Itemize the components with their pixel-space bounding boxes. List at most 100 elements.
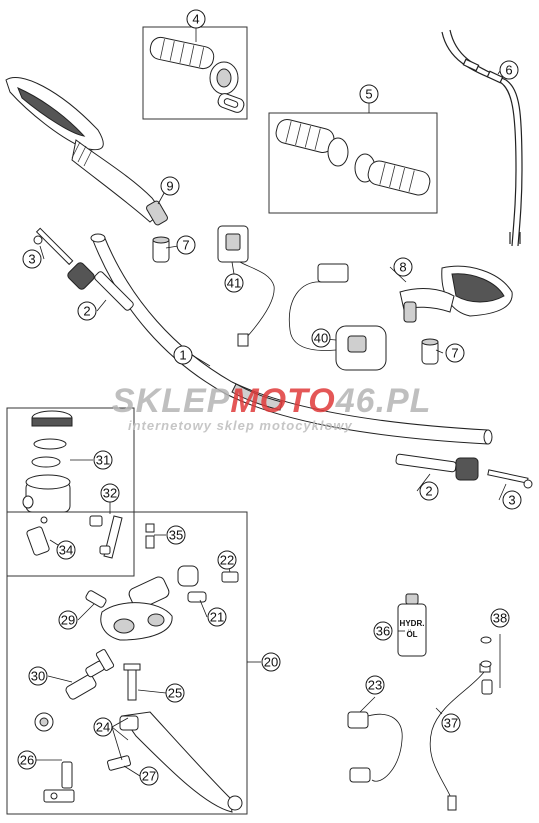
callout-2-right: 2: [419, 481, 439, 501]
bottle-label-line2: ÖL: [406, 630, 417, 639]
callout-40: 40: [311, 328, 331, 348]
callout-23: 23: [365, 675, 385, 695]
leader-lines: [36, 28, 507, 777]
throttle-grip-part: [149, 36, 245, 113]
svg-text:22: 22: [220, 553, 234, 568]
hydraulic-oil-bottle-part: HYDR. ÖL: [397, 593, 427, 657]
callout-24: 24: [93, 717, 113, 737]
clutch-lever-part: [119, 663, 243, 813]
svg-text:38: 38: [493, 611, 507, 626]
callout-9: 9: [160, 176, 180, 196]
svg-text:32: 32: [103, 486, 117, 501]
svg-text:30: 30: [31, 669, 45, 684]
brake-reservoir-part: [22, 410, 73, 556]
svg-text:24: 24: [96, 720, 110, 735]
svg-text:25: 25: [168, 686, 182, 701]
watermark-pl: .PL: [376, 382, 432, 420]
clutch-master-cylinder-part: [85, 565, 207, 641]
callout-34: 34: [56, 540, 76, 560]
callout-21: 21: [207, 607, 227, 627]
callout-7-top: 7: [176, 235, 196, 255]
right-mirror-part: [399, 265, 513, 323]
svg-text:9: 9: [166, 179, 173, 194]
svg-text:4: 4: [192, 12, 199, 27]
svg-text:5: 5: [365, 87, 372, 102]
grip-pair-part: [275, 118, 431, 196]
watermark-tagline: internetowy sklep motocyklowy: [128, 418, 353, 433]
left-mirror-part: [5, 76, 168, 226]
throttle-cables-part: [441, 29, 523, 247]
callout-1: 1: [173, 345, 193, 365]
callout-35: 35: [166, 525, 186, 545]
callout-31: 31: [93, 450, 113, 470]
svg-text:41: 41: [227, 276, 241, 291]
svg-text:3: 3: [28, 252, 35, 267]
brake-line-part: [429, 663, 491, 811]
callout-41: 41: [224, 273, 244, 293]
svg-text:26: 26: [20, 753, 34, 768]
sensor-26-part: [43, 761, 75, 803]
callout-26: 26: [17, 750, 37, 770]
callout-3-right: 3: [502, 490, 522, 510]
callout-6: 6: [499, 60, 519, 80]
callout-7-bottom: 7: [445, 343, 465, 363]
clutch-assembly-box: [6, 511, 248, 815]
svg-text:2: 2: [425, 484, 432, 499]
clutch-bolt-22-part: [221, 571, 239, 583]
svg-text:34: 34: [59, 543, 73, 558]
kill-switch-part: [217, 225, 275, 347]
svg-text:7: 7: [182, 238, 189, 253]
svg-text:20: 20: [264, 655, 278, 670]
svg-text:27: 27: [142, 769, 156, 784]
bottle-label-line1: HYDR.: [400, 619, 425, 628]
svg-text:7: 7: [451, 346, 458, 361]
piston-kit-part: [34, 649, 115, 732]
handlebar-switch-part: [288, 263, 387, 371]
callout-3-left: 3: [22, 249, 42, 269]
adjuster-screw-part: [145, 523, 155, 549]
svg-text:1: 1: [179, 348, 186, 363]
svg-text:3: 3: [508, 493, 515, 508]
callout-32: 32: [100, 483, 120, 503]
callout-29: 29: [58, 610, 78, 630]
callout-4: 4: [186, 9, 206, 29]
lever-pivot-set-part: [89, 515, 123, 559]
bar-end-bolt-right-part: [487, 469, 533, 489]
callout-38: 38: [490, 608, 510, 628]
svg-text:2: 2: [83, 304, 90, 319]
clamp-bottom-part: [421, 338, 439, 365]
svg-text:6: 6: [505, 63, 512, 78]
svg-text:37: 37: [444, 716, 458, 731]
svg-text:SKLEPMOTO46.PL: SKLEPMOTO46.PL: [112, 382, 431, 420]
svg-text:35: 35: [169, 528, 183, 543]
watermark-sklep: SKLEP: [112, 382, 230, 420]
callout-5: 5: [359, 84, 379, 104]
watermark-moto: MOTO: [230, 382, 335, 420]
svg-text:40: 40: [314, 331, 328, 346]
svg-text:29: 29: [61, 613, 75, 628]
callout-37: 37: [441, 713, 461, 733]
bar-end-bolt-left-part: [33, 227, 74, 266]
callout-30: 30: [28, 666, 48, 686]
brake-reservoir-box: [6, 407, 135, 577]
grip-set-box: [268, 112, 438, 214]
svg-text:8: 8: [399, 260, 406, 275]
callout-36: 36: [373, 621, 393, 641]
callout-8: 8: [393, 257, 413, 277]
watermark-46: 46: [335, 382, 376, 420]
svg-text:36: 36: [376, 624, 390, 639]
svg-text:23: 23: [368, 678, 382, 693]
clutch-switch-part: [347, 711, 403, 783]
watermark: SKLEPMOTO46.PL internetowy sklep motocyk…: [112, 382, 431, 433]
callout-25: 25: [165, 683, 185, 703]
svg-text:31: 31: [96, 453, 110, 468]
callout-22: 22: [217, 550, 237, 570]
svg-text:21: 21: [210, 610, 224, 625]
bar-end-weight-left-part: [67, 262, 134, 311]
callout-20: 20: [261, 652, 281, 672]
bar-end-weight-right-part: [395, 453, 479, 481]
callout-27: 27: [139, 766, 159, 786]
clamp-top-part: [152, 236, 170, 263]
callout-2-left: 2: [77, 301, 97, 321]
